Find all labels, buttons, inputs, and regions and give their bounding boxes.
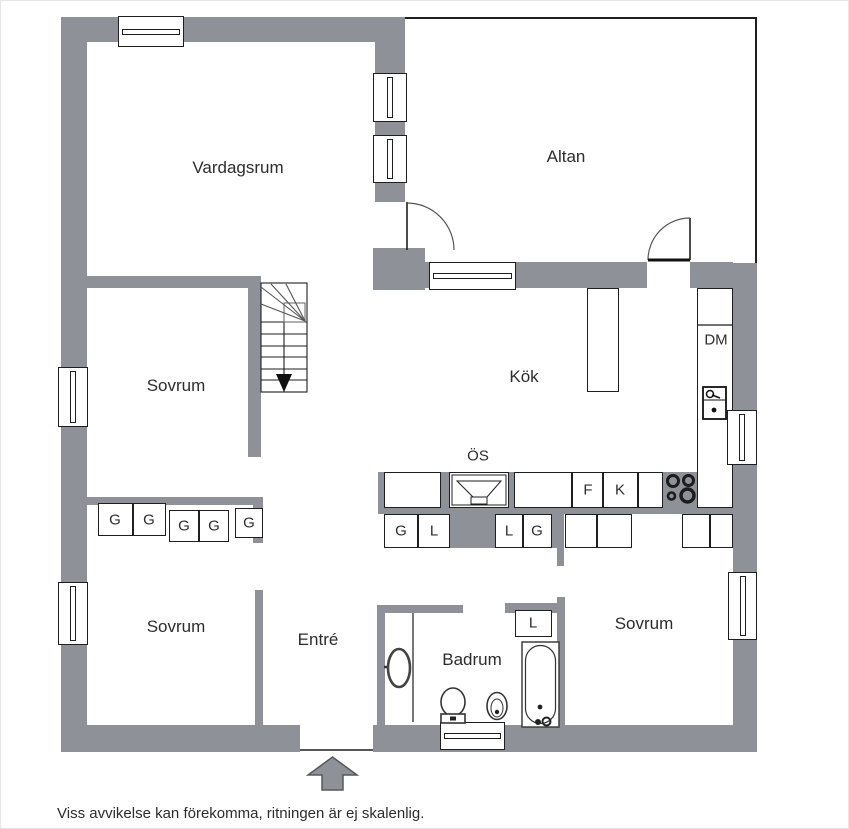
room-label-living-room: Vardagsrum [192, 158, 284, 177]
kitchen-counter-strip [697, 288, 733, 508]
counter-cabinet [638, 472, 663, 508]
wardrobe-g [169, 510, 199, 542]
wall-bedroom-right-stub [557, 514, 564, 566]
room-label-bedroom-bottom-left: Sovrum [146, 617, 206, 636]
kitchen-island [587, 288, 619, 392]
label-wardrobe: G [243, 514, 255, 532]
label-bathroom-closet: L [528, 614, 538, 632]
counter-cabinet [514, 472, 572, 508]
room-label-entry: Entré [297, 630, 339, 649]
wardrobe-g [133, 503, 166, 536]
label-hall-closet: L [504, 522, 514, 540]
window [58, 582, 88, 645]
fridge-box [603, 472, 638, 508]
window [429, 262, 516, 290]
window [373, 73, 407, 122]
room-label-bathroom: Badrum [442, 650, 502, 669]
fireplace-box [449, 472, 509, 508]
bedroom-cabinet [597, 514, 632, 548]
window [373, 135, 407, 183]
window [118, 16, 184, 47]
room-label-bedroom-bottom-right: Sovrum [614, 614, 674, 633]
wall-counter-divider-1 [441, 472, 449, 508]
wall-top [61, 17, 405, 42]
wall-bathroom-top-left [377, 605, 463, 613]
label-wardrobe: G [208, 517, 220, 535]
bedroom-cabinet [682, 514, 710, 548]
label-fridge: K [614, 481, 626, 499]
closet-g [384, 514, 418, 548]
wall-stairs-left [248, 288, 261, 457]
bathroom-linen-closet [515, 610, 552, 637]
wall-living-bottom [83, 276, 261, 288]
wall-bathroom-left [377, 605, 385, 725]
wardrobe-g [199, 510, 229, 542]
wall-corner-block [373, 248, 425, 290]
label-wardrobe: G [143, 511, 155, 529]
label-hall-closet: L [429, 522, 439, 540]
wall-entry-left [255, 590, 263, 725]
wardrobe-g [235, 508, 263, 538]
room-label-kitchen: Kök [509, 367, 539, 386]
wall-closet-divider [552, 514, 558, 548]
wall-chimney-block [450, 514, 495, 548]
label-fireplace: ÖS [467, 447, 489, 465]
wall-bathroom-top-right [505, 603, 558, 613]
wardrobe-g [98, 503, 133, 536]
window [727, 410, 757, 465]
wall-counter-left-edge [378, 472, 384, 508]
disclaimer-text: Viss avvikelse kan förekomma, ritningen … [57, 805, 425, 822]
counter-cabinet [384, 472, 441, 508]
label-hall-closet: G [395, 522, 407, 540]
wall-right [733, 263, 757, 752]
label-freezer: F [583, 481, 593, 499]
label-wardrobe: G [178, 517, 190, 535]
wall-bottom-left [61, 725, 300, 752]
closet-l [495, 514, 523, 548]
label-dishwasher: DM [704, 331, 728, 349]
window [440, 722, 505, 750]
freezer-box [572, 472, 603, 508]
wall-bathroom-right [557, 597, 565, 727]
window [58, 367, 88, 427]
window [728, 572, 757, 640]
wall-wardrobe-row [83, 497, 263, 505]
room-label-bedroom-middle: Sovrum [146, 376, 206, 395]
stove-base [663, 472, 697, 508]
room-label-terrace: Altan [546, 147, 586, 166]
closet-g [523, 514, 552, 548]
label-hall-closet: G [531, 522, 543, 540]
bedroom-cabinet [710, 514, 733, 548]
bedroom-cabinet [565, 514, 597, 548]
wall-counter-divider-2 [508, 472, 514, 508]
wall-bottom-right [373, 725, 757, 752]
wall-counter-band [378, 508, 757, 514]
label-wardrobe: G [109, 511, 121, 529]
closet-l [418, 514, 450, 548]
wall-kitchen-terrace-right [690, 262, 733, 288]
